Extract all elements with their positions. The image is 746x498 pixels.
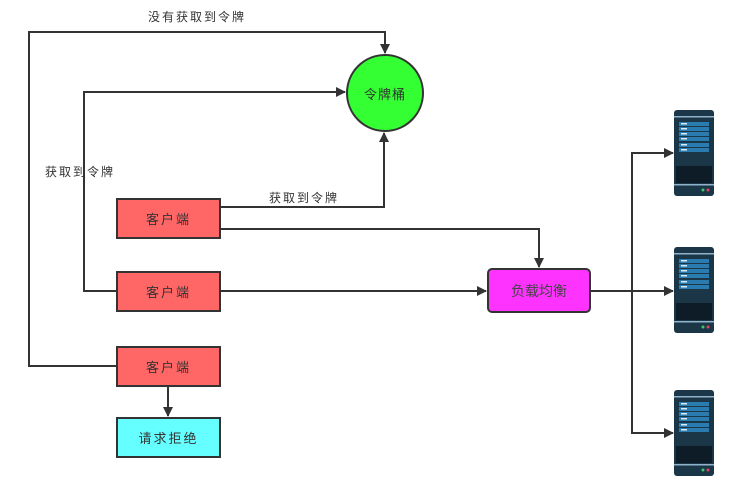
token-bucket-node: 令牌桶: [346, 54, 424, 132]
edge-label-got-token-right: 获取到令牌: [269, 191, 340, 205]
load-balancer-node: 负载均衡: [487, 268, 591, 313]
client-label: 客户端: [145, 361, 191, 376]
client-node-2: 客户端: [116, 271, 221, 312]
server-icon: [674, 390, 714, 476]
client-label: 客户端: [145, 286, 191, 301]
server-icon: [674, 110, 714, 196]
load-balancer-label: 负载均衡: [511, 283, 567, 300]
edge-client2-to-bucket: [83, 87, 346, 292]
edge-lb-to-server-1: [631, 148, 674, 291]
edge-client1-to-lb: [221, 228, 544, 268]
edge-client1-to-bucket: [221, 132, 389, 208]
request-rejected-label: 请求拒绝: [138, 432, 199, 447]
token-bucket-label: 令牌桶: [363, 87, 406, 103]
client-label: 客户端: [145, 213, 191, 228]
server-icon: [674, 247, 714, 333]
client-node-3: 客户端: [116, 346, 221, 387]
client-node-1: 客户端: [116, 198, 221, 239]
edge-lb-to-server-3: [631, 291, 674, 438]
edge-client3-to-bucket: [28, 31, 390, 367]
edge-label-got-token-left: 获取到令牌: [45, 165, 116, 179]
request-rejected-node: 请求拒绝: [116, 417, 221, 458]
edge-label-no-token: 没有获取到令牌: [148, 10, 247, 24]
